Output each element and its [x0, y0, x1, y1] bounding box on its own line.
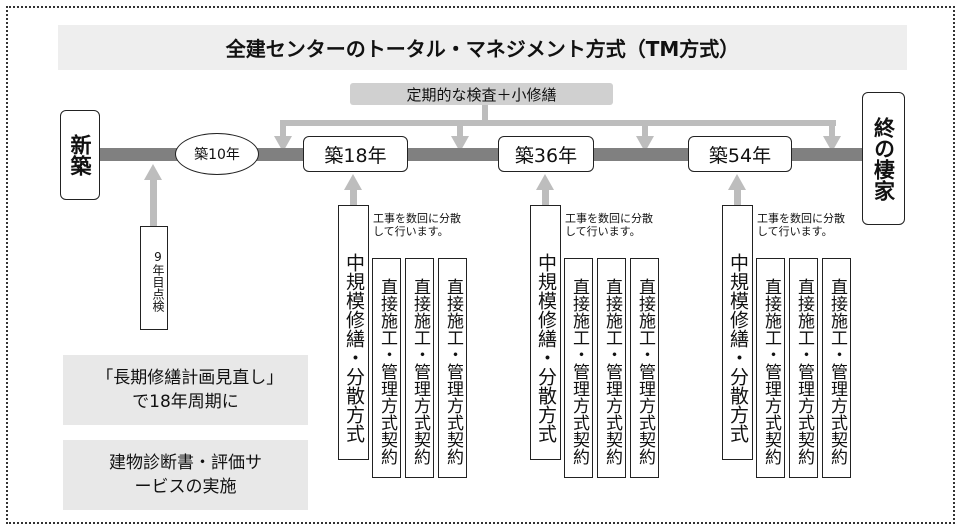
year-box: 築36年 [498, 136, 594, 172]
note: 工事を数回に分散して行います。 [757, 212, 845, 238]
year-box: 築54年 [688, 136, 792, 172]
end-final-home: 終の棲家 [862, 92, 905, 225]
timeline [100, 148, 865, 161]
bracket-line [280, 120, 836, 126]
ninth-year-check: 9年目点検 [140, 226, 168, 330]
arrow-shaft [734, 188, 741, 206]
contract-box: 直接施工・管理方式契約 [405, 258, 434, 478]
arrow-shaft [150, 178, 157, 226]
main-method: 中規模修繕・分散方式 [530, 205, 561, 460]
diagram-title: 全建センターのトータル・マネジメント方式（TM方式） [58, 25, 907, 70]
contract-box: 直接施工・管理方式契約 [372, 258, 401, 478]
bracket-leg [280, 120, 286, 138]
year-box: 築18年 [303, 136, 408, 172]
arrow-up-icon [344, 174, 362, 190]
bracket-leg [457, 120, 463, 138]
arrow-up-icon [536, 174, 554, 190]
contract-box: 直接施工・管理方式契約 [756, 258, 785, 478]
dotted-frame [6, 6, 955, 524]
contract-box: 直接施工・管理方式契約 [438, 258, 467, 478]
bracket-leg [642, 120, 648, 138]
contract-box: 直接施工・管理方式契約 [597, 258, 626, 478]
arrow-up-icon [728, 174, 746, 190]
main-method: 中規模修繕・分散方式 [722, 205, 753, 460]
contract-box: 直接施工・管理方式契約 [789, 258, 818, 478]
contract-box: 直接施工・管理方式契約 [630, 258, 659, 478]
arrow-shaft [542, 188, 549, 206]
year10-ellipse: 築10年 [175, 133, 259, 175]
start-new-build: 新築 [60, 110, 100, 200]
contract-box: 直接施工・管理方式契約 [822, 258, 851, 478]
arrow-shaft [350, 188, 357, 206]
arrow-up-icon [144, 164, 162, 180]
note: 工事を数回に分散して行います。 [565, 212, 653, 238]
contract-box: 直接施工・管理方式契約 [564, 258, 593, 478]
inspection-label: 定期的な検査＋小修繕 [350, 83, 613, 105]
bracket-stem [482, 105, 488, 125]
main-method: 中規模修繕・分散方式 [338, 205, 369, 460]
bracket-leg [829, 120, 835, 138]
plan-review-box: 「長期修繕計画見直し」で18年周期に [63, 355, 308, 425]
note: 工事を数回に分散して行います。 [373, 212, 461, 238]
diagnosis-service-box: 建物診断書・評価サービスの実施 [63, 440, 308, 510]
